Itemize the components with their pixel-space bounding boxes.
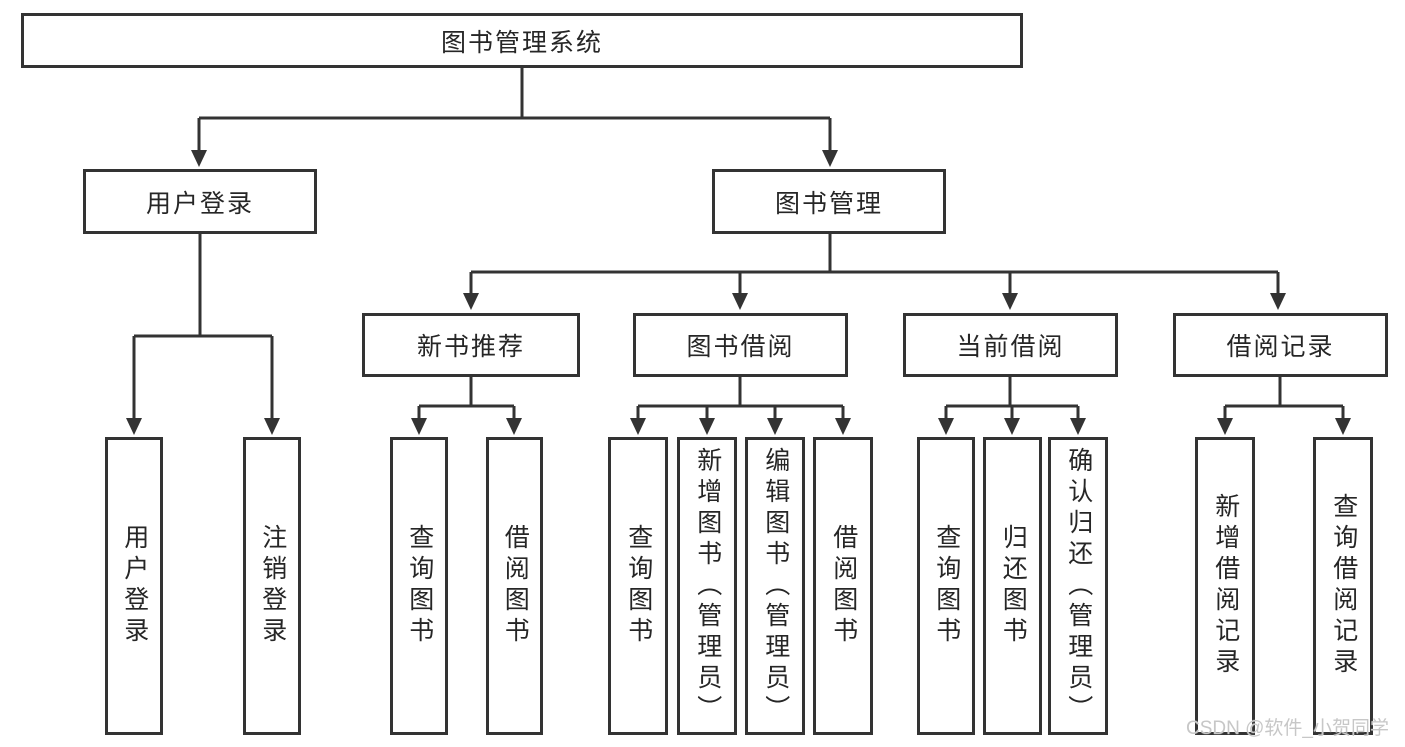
leaf-label: 注销登录 [258,524,287,648]
leaf-label: 编辑图书（管理员） [761,446,790,726]
leaf-label: 借阅图书 [501,524,530,648]
leaf-label: 查询图书 [932,524,961,648]
leaf-recommend-borrow-books: 借阅图书 [486,437,543,735]
node-borrowing-records: 借阅记录 [1173,313,1388,377]
leaf-current-query-books: 查询图书 [917,437,975,735]
node-label: 图书管理 [774,189,883,218]
csdn-watermark: CSDN @软件_小贺同学 [1186,718,1389,739]
leaf-user-login: 用户登录 [105,437,163,735]
node-label: 当前借阅 [956,333,1065,361]
leaf-label: 新增借阅记录 [1211,493,1240,679]
leaf-label: 归还图书 [999,524,1028,648]
leaf-records-add-record: 新增借阅记录 [1195,437,1255,735]
leaf-label: 用户登录 [120,524,149,648]
leaf-records-query-record: 查询借阅记录 [1313,437,1373,735]
node-label: 图书借阅 [686,333,795,361]
leaf-borrowing-query-books: 查询图书 [608,437,668,735]
leaf-borrowing-edit-books-admin: 编辑图书（管理员） [745,437,805,735]
node-user-login: 用户登录 [83,169,317,234]
leaf-label: 新增图书（管理员） [693,446,722,726]
node-library-management-system: 图书管理系统 [21,13,1023,68]
node-current-borrowing: 当前借阅 [903,313,1118,377]
leaf-borrowing-borrow-books: 借阅图书 [813,437,873,735]
leaf-recommend-query-books: 查询图书 [390,437,448,735]
node-new-book-recommendation: 新书推荐 [362,313,580,377]
leaf-current-confirm-return-admin: 确认归还（管理员） [1048,437,1108,735]
arrowhead-icons [126,150,1351,435]
node-book-borrowing: 图书借阅 [633,313,848,377]
node-label: 用户登录 [145,189,254,218]
leaf-label: 借阅图书 [829,524,858,648]
leaf-current-return-books: 归还图书 [983,437,1042,735]
connector-shafts [132,68,1345,419]
node-book-management: 图书管理 [712,169,946,234]
node-label: 借阅记录 [1226,333,1335,361]
node-label: 新书推荐 [416,333,525,361]
leaf-label: 确认归还（管理员） [1064,446,1093,726]
leaf-label: 查询借阅记录 [1329,493,1358,679]
leaf-label: 查询图书 [405,524,434,648]
leaf-borrowing-add-books-admin: 新增图书（管理员） [677,437,737,735]
node-label: 图书管理系统 [440,28,603,57]
leaf-label: 查询图书 [624,524,653,648]
leaf-logout-login: 注销登录 [243,437,301,735]
